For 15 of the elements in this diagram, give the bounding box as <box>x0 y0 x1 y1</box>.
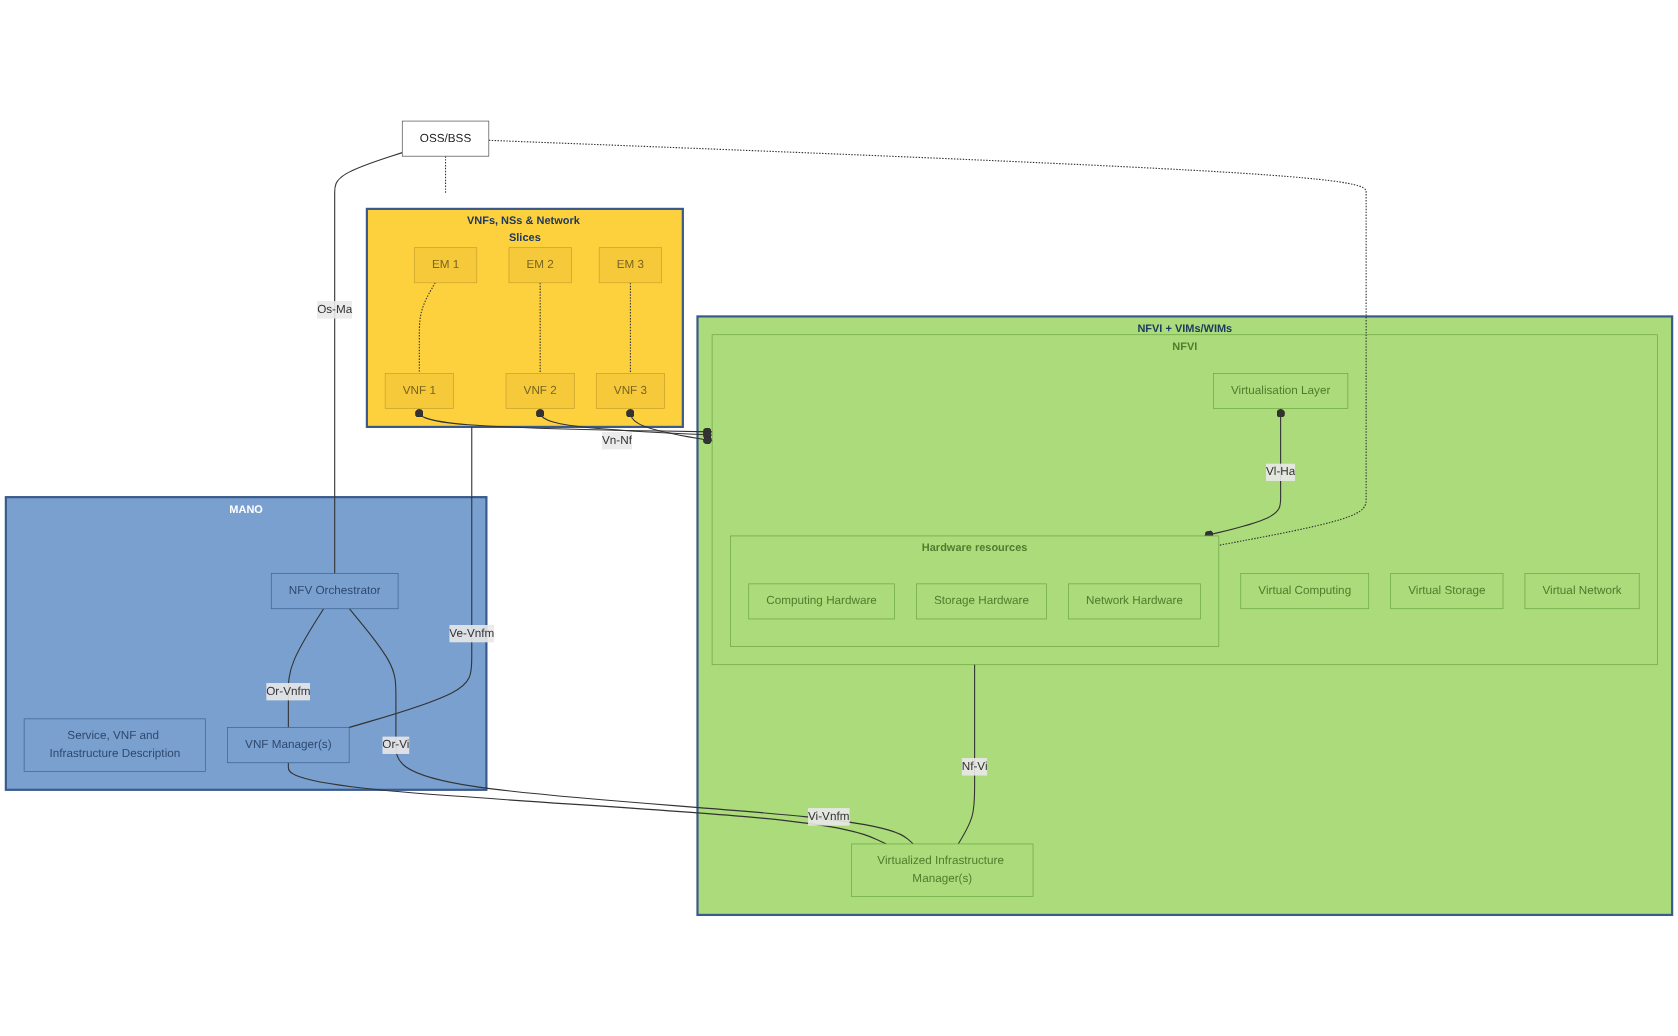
connector <box>334 152 403 575</box>
connector <box>414 408 713 437</box>
connector <box>418 282 436 375</box>
connector <box>445 155 447 194</box>
connector <box>957 664 976 845</box>
connector <box>348 608 914 845</box>
connector <box>488 139 1367 546</box>
connector <box>287 608 325 729</box>
connector <box>287 762 887 845</box>
connector <box>629 282 631 375</box>
connector <box>539 282 541 375</box>
connector <box>535 408 713 440</box>
connector <box>626 408 713 445</box>
connector <box>1203 408 1286 540</box>
connector <box>348 426 473 729</box>
